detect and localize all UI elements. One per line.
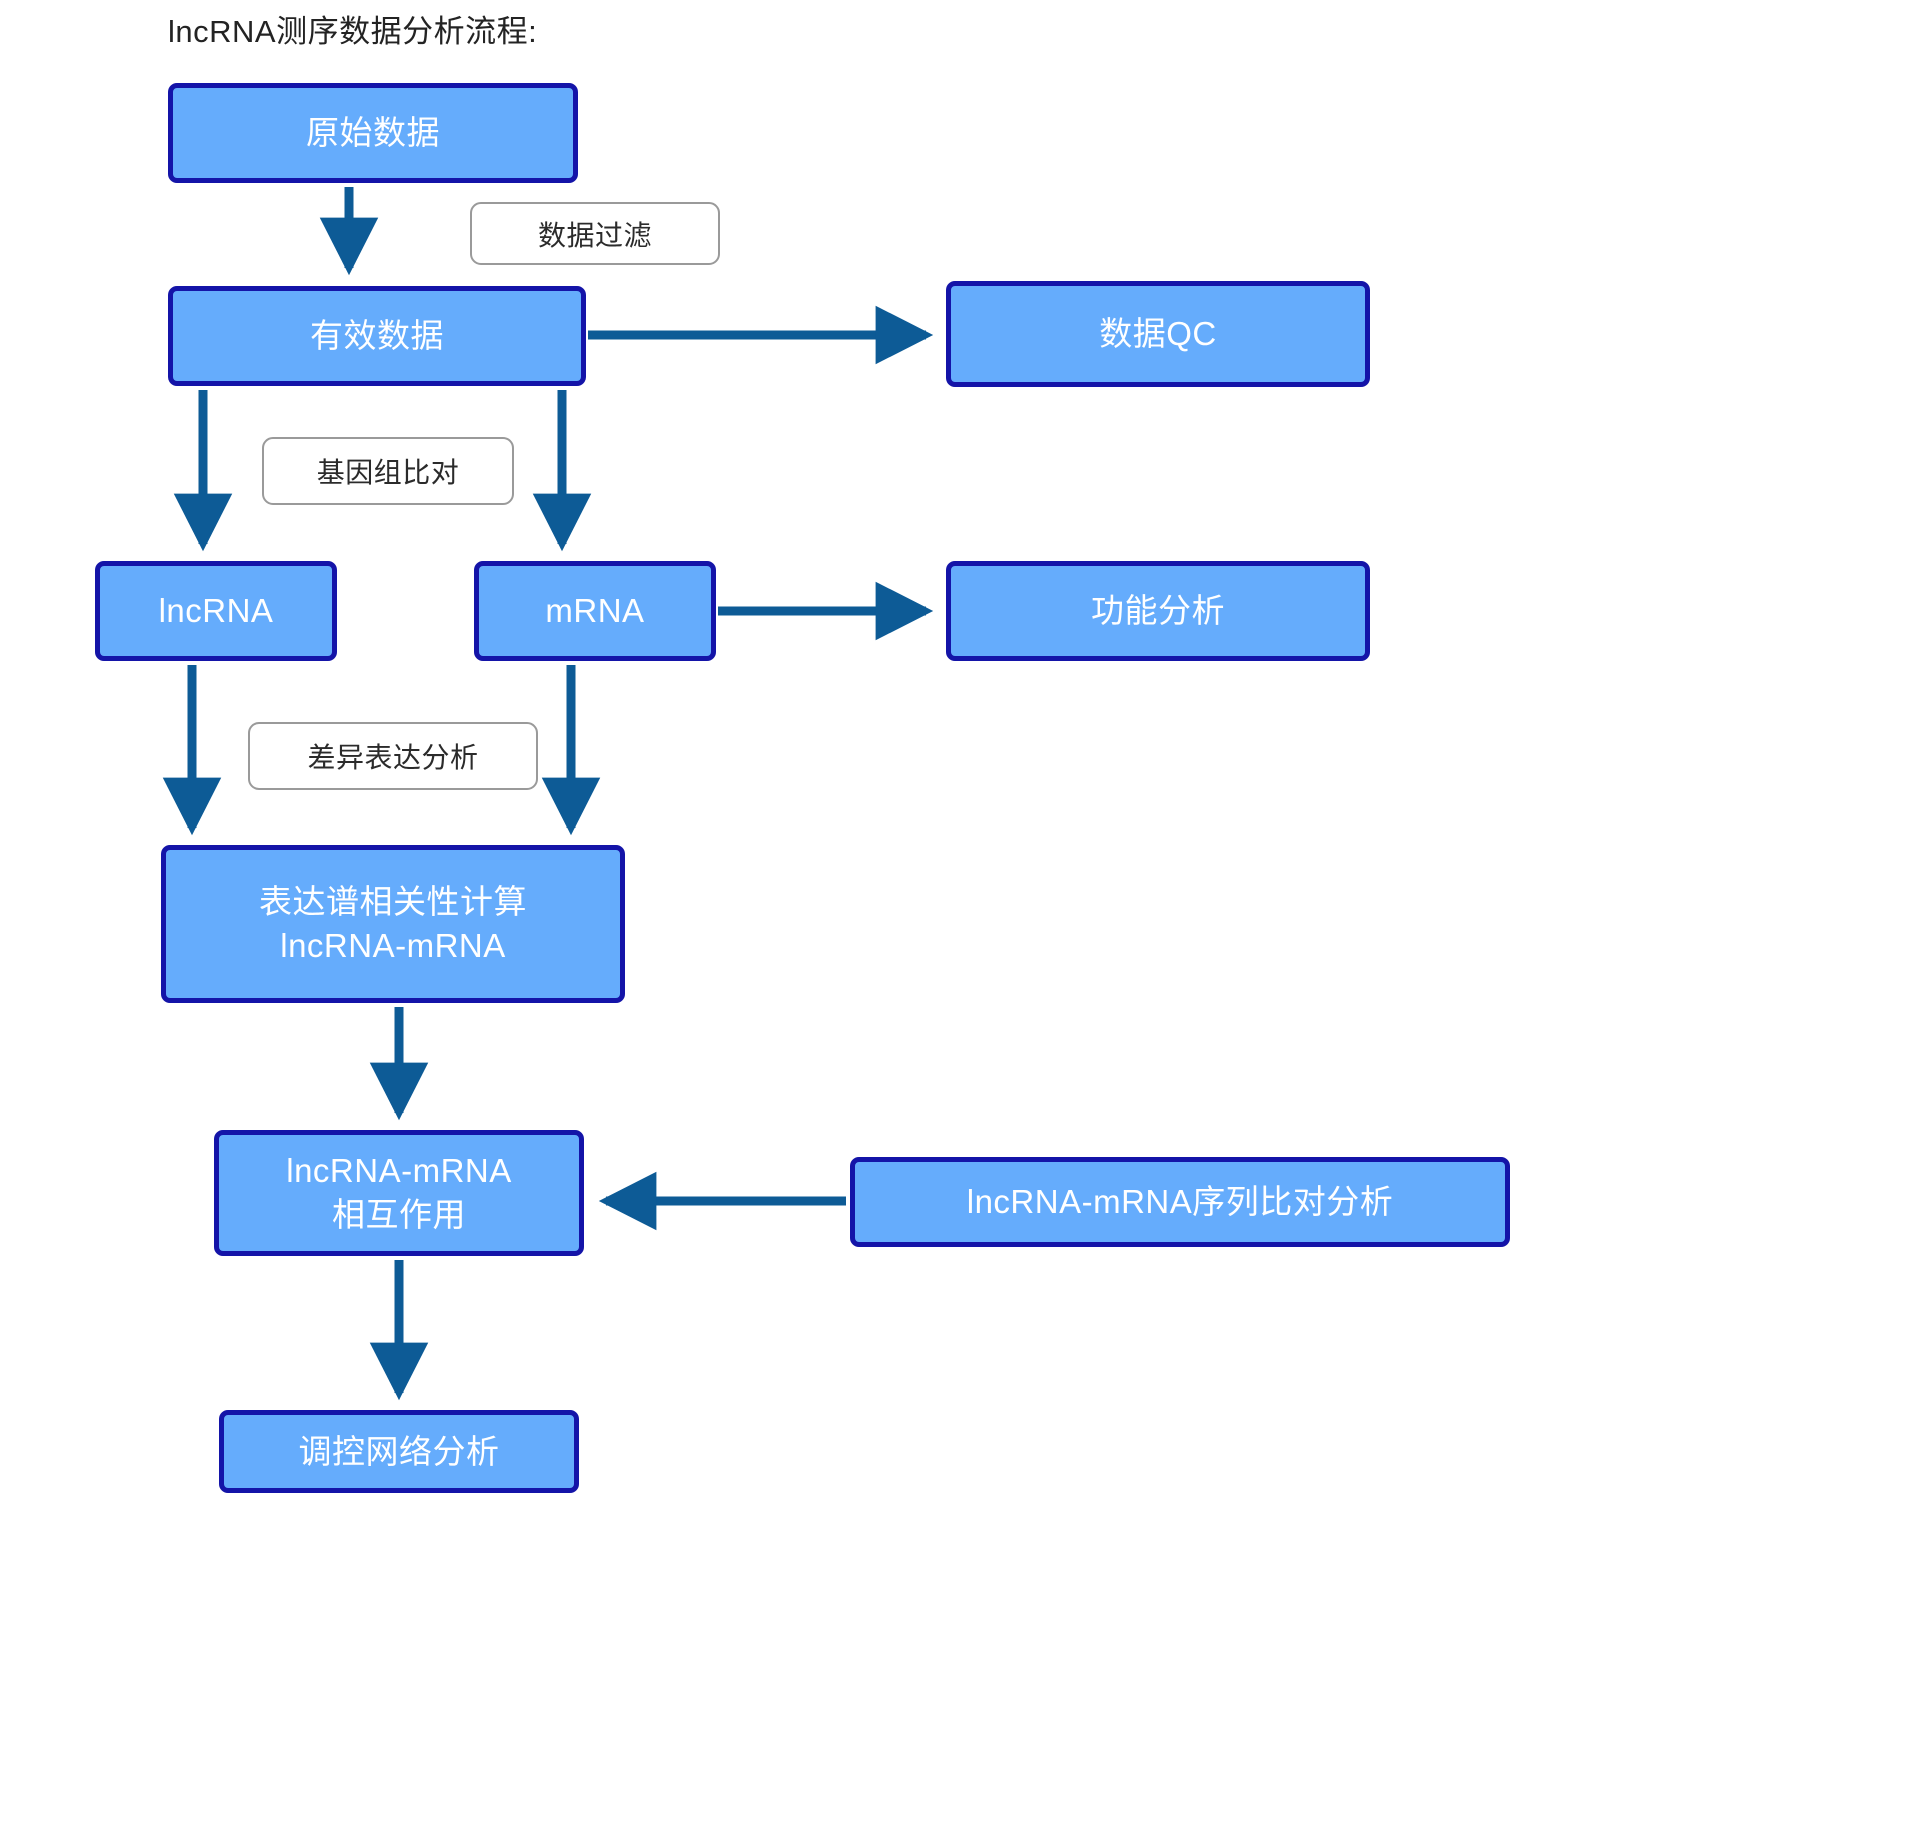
node-lncrna-mrna-interaction[interactable]: lncRNA-mRNA 相互作用 — [214, 1130, 584, 1256]
edge-label-genome-alignment: 基因组比对 — [262, 437, 514, 505]
node-data-qc[interactable]: 数据QC — [946, 281, 1370, 387]
node-lncrna[interactable]: lncRNA — [95, 561, 337, 661]
node-expression-correlation[interactable]: 表达谱相关性计算 lncRNA-mRNA — [161, 845, 625, 1003]
edge-label-diff-expression: 差异表达分析 — [248, 722, 538, 790]
node-mrna[interactable]: mRNA — [474, 561, 716, 661]
page-title: lncRNA测序数据分析流程: — [168, 14, 538, 49]
node-sequence-alignment[interactable]: lncRNA-mRNA序列比对分析 — [850, 1157, 1510, 1247]
node-regulatory-network[interactable]: 调控网络分析 — [219, 1410, 579, 1493]
node-valid-data[interactable]: 有效数据 — [168, 286, 586, 386]
node-raw-data[interactable]: 原始数据 — [168, 83, 578, 183]
edge-label-data-filter: 数据过滤 — [470, 202, 720, 265]
node-functional-analysis[interactable]: 功能分析 — [946, 561, 1370, 661]
